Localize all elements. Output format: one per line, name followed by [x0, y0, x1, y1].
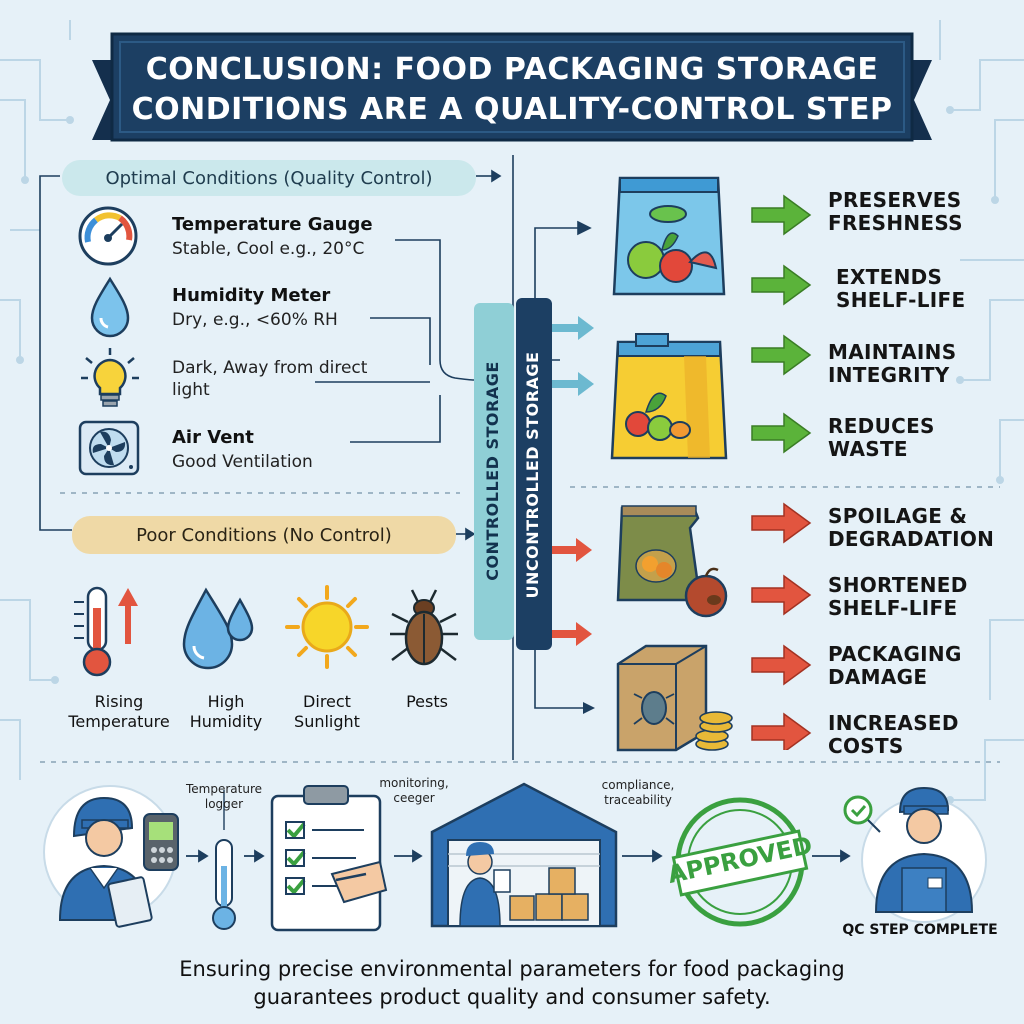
spoiled-package-icon: [616, 505, 728, 618]
temperature-gauge-title: Temperature Gauge: [172, 214, 373, 235]
high-humidity-label: High Humidity: [189, 692, 263, 731]
optimal-conditions-pill: Optimal Conditions (Quality Control): [62, 160, 476, 196]
footer-caption: Ensuring precise environmental parameter…: [179, 957, 845, 1009]
thermometer-icon: [212, 790, 236, 930]
damaged-box-icon: [616, 644, 733, 752]
outcome-spoilage-degradation: SPOILAGE &DEGRADATION: [828, 504, 995, 551]
temperature-gauge-icon: [78, 206, 138, 266]
humidity-meter-title: Humidity Meter: [172, 285, 331, 306]
title-banner: [92, 32, 932, 142]
qc-step-complete-label: QC STEP COMPLETE: [842, 922, 998, 938]
temperature-gauge-desc: Stable, Cool e.g., 20°C: [172, 239, 365, 259]
beetle-icon: [390, 589, 458, 666]
sun-icon: [285, 585, 369, 669]
light-bulb-icon: [81, 348, 139, 407]
water-drop-icon: [90, 276, 130, 338]
air-vent-desc: Good Ventilation: [172, 452, 313, 472]
title-line-1: CONCLUSION: FOOD PACKAGING STORAGE: [145, 52, 879, 87]
approved-stamp-icon: [671, 797, 809, 927]
light-desc: Dark, Away from direct light: [172, 358, 368, 400]
qc-process-flow: [43, 782, 987, 932]
uncontrolled-storage-label: UNCONTROLLED STORAGE: [523, 351, 542, 599]
clipboard-checklist-icon: [270, 785, 388, 932]
controlled-storage-bar: [474, 303, 514, 640]
poor-conditions-pill: Poor Conditions (No Control): [72, 516, 456, 554]
rising-temperature-label: Rising Temperature: [68, 692, 170, 731]
air-vent-title: Air Vent: [172, 427, 254, 448]
thermometer-rising-icon: [74, 586, 138, 677]
monitoring-label: monitoring,ceeger: [379, 776, 449, 805]
worker-with-logger-icon: [43, 785, 179, 928]
sealed-vegetable-package-icon: [610, 333, 728, 460]
sealed-fresh-package-icon: [612, 176, 726, 296]
title-line-2: CONDITIONS ARE A QUALITY-CONTROL STEP: [131, 92, 893, 127]
humidity-meter-desc: Dry, e.g., <60% RH: [172, 310, 338, 330]
page-title: CONCLUSION: FOOD PACKAGING STORAGE CONDI…: [92, 40, 932, 140]
controlled-storage-label: CONTROLLED STORAGE: [483, 361, 502, 581]
direct-sunlight-label: Direct Sunlight: [294, 692, 360, 731]
outcome-arrows: [751, 194, 812, 750]
air-vent-icon: [78, 420, 140, 476]
water-drops-icon: [182, 587, 254, 670]
warehouse-icon: [430, 782, 618, 928]
uncontrolled-storage-bar: [516, 298, 552, 650]
inspector-icon: [843, 786, 987, 923]
compliance-label: compliance,traceability: [601, 778, 675, 807]
pests-label: Pests: [406, 692, 448, 711]
